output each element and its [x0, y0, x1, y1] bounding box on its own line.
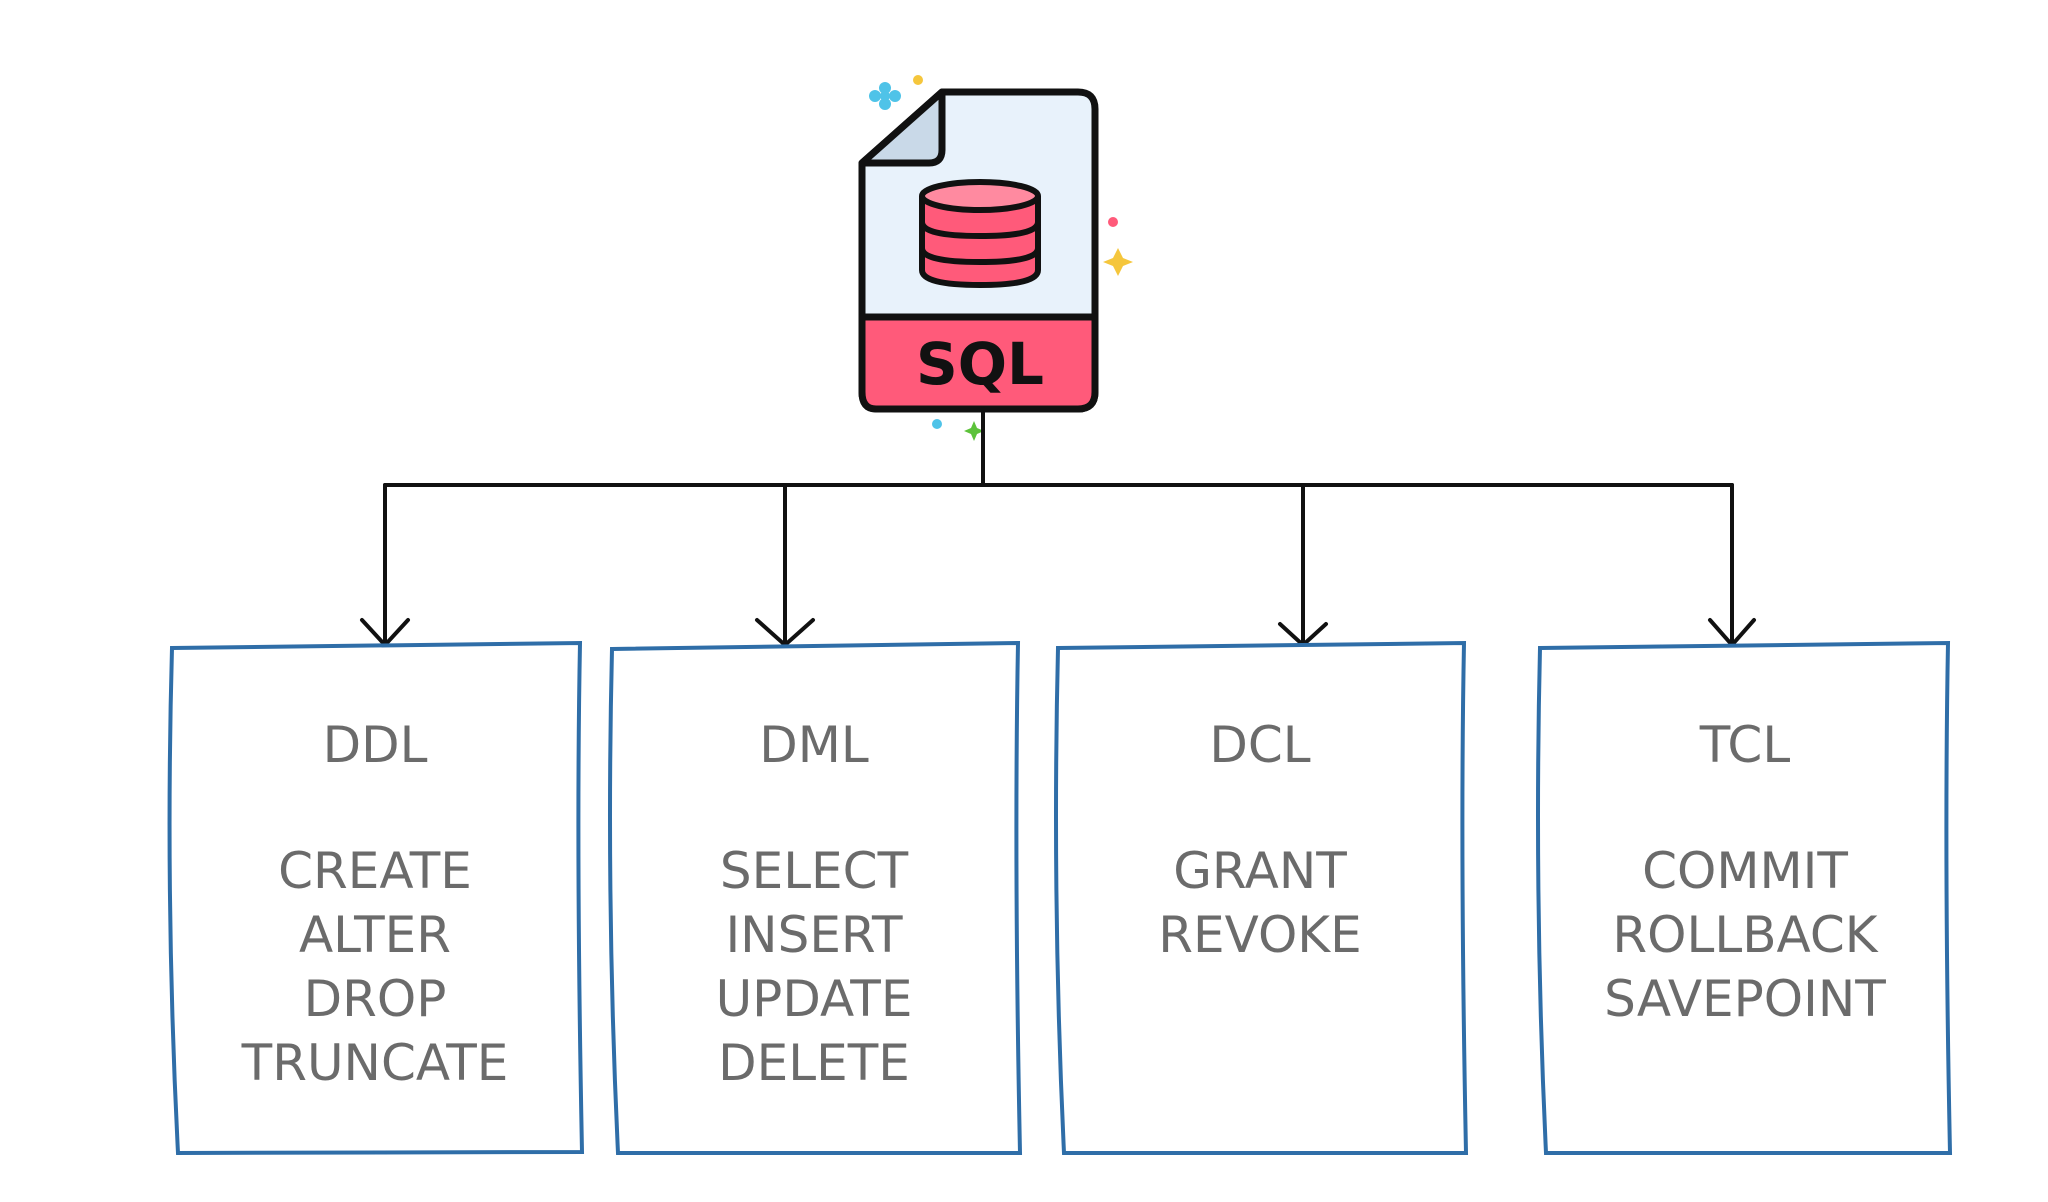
category-boxes [167, 640, 1953, 1156]
command-item: DROP [304, 970, 447, 1028]
sparkle-star-icon [964, 421, 984, 441]
command-item: UPDATE [716, 970, 913, 1028]
sparkle-decorations [869, 75, 1133, 441]
sparkle-dot [1108, 217, 1118, 227]
sparkle-dot [913, 75, 923, 85]
command-item: COMMIT [1642, 842, 1848, 900]
command-item: DELETE [718, 1034, 910, 1092]
category-dml: DML SELECT INSERT UPDATE DELETE [716, 716, 913, 1092]
category-box-dml [608, 640, 1023, 1155]
database-icon [919, 179, 1041, 289]
category-dcl: DCL GRANT REVOKE [1158, 716, 1361, 964]
command-item: SAVEPOINT [1604, 970, 1886, 1028]
category-ddl: DDL CREATE ALTER DROP TRUNCATE [241, 716, 509, 1092]
command-item: SELECT [720, 842, 909, 900]
category-box-dcl [1054, 640, 1469, 1155]
root-label: SQL [916, 330, 1044, 398]
category-title: DDL [323, 716, 428, 774]
category-tcl: TCL COMMIT ROLLBACK SAVEPOINT [1604, 716, 1886, 1028]
command-item: ROLLBACK [1612, 906, 1878, 964]
category-title: TCL [1699, 716, 1791, 774]
command-item: INSERT [725, 906, 903, 964]
command-item: ALTER [299, 906, 451, 964]
category-title: DML [759, 716, 869, 774]
sql-database-file-icon: SQL [858, 88, 1099, 413]
command-item: GRANT [1173, 842, 1347, 900]
file-label-band [858, 313, 1099, 413]
category-box-ddl [167, 640, 585, 1156]
command-item: TRUNCATE [241, 1034, 509, 1092]
connector-tree [360, 407, 1756, 649]
sparkle-plus-icon [869, 82, 901, 110]
file-fold [858, 88, 946, 167]
command-item: CREATE [278, 842, 472, 900]
category-title: DCL [1209, 716, 1310, 774]
command-item: REVOKE [1158, 906, 1361, 964]
sparkle-dot [932, 419, 942, 429]
category-box-tcl [1536, 640, 1953, 1155]
sparkle-star-icon [1103, 248, 1133, 276]
